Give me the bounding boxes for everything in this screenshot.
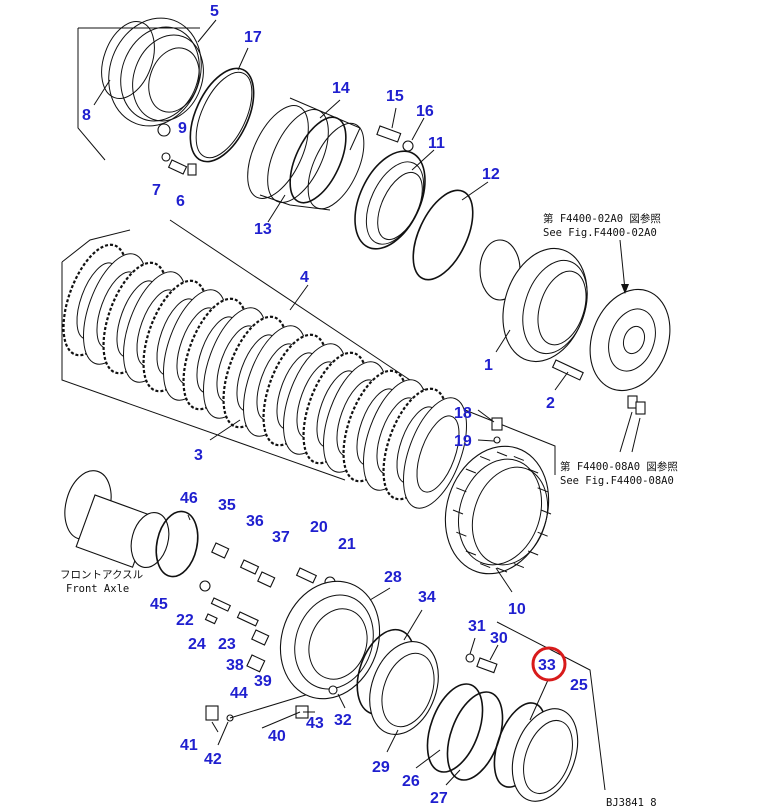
label-7: 7 (152, 182, 161, 199)
clutch-disc-bore (416, 415, 460, 493)
label-2: 2 (546, 395, 555, 412)
small-fasteners (204, 542, 336, 722)
front-axle-shaft (64, 470, 170, 568)
part-8-5-housing (77, 17, 204, 161)
drum-spline (496, 567, 508, 573)
label-14: 14 (332, 80, 350, 97)
label-35: 35 (218, 497, 236, 514)
ref-note-1-jp: 第 F4400-02A0 図参照 (543, 212, 661, 225)
front-axle-en: Front Axle (66, 583, 129, 595)
label-10: 10 (508, 601, 526, 618)
label-32: 32 (334, 712, 352, 729)
label-6: 6 (176, 193, 185, 210)
part-18-19-plug (491, 417, 503, 444)
label-28: 28 (384, 569, 402, 586)
label-9: 9 (178, 120, 187, 137)
drum-spline (452, 509, 464, 515)
part-11-ring (354, 150, 426, 250)
part-2-carrier (551, 239, 671, 453)
label-23: 23 (218, 636, 236, 653)
label-30: 30 (490, 630, 508, 647)
label-40: 40 (268, 728, 286, 745)
leader-lines (93, 19, 569, 786)
label-25: 25 (570, 677, 588, 694)
drum-spline (456, 531, 467, 537)
part-12-ring (412, 189, 474, 281)
drum-spline (456, 487, 467, 493)
label-39: 39 (254, 673, 272, 690)
ref-note-2-en: See Fig.F4400-08A0 (560, 475, 674, 487)
drum-spline (479, 563, 491, 569)
part-17-ring (189, 47, 255, 163)
label-44: 44 (230, 685, 248, 702)
drum-spline (527, 550, 539, 556)
drum-spline (537, 487, 548, 493)
part-3-4-clutch-pack (61, 219, 556, 509)
part-13-14-rings (247, 97, 365, 211)
label-11: 11 (428, 135, 445, 152)
label-31: 31 (468, 618, 486, 635)
drum-spline (527, 468, 539, 474)
part-1-hub (479, 239, 588, 363)
label-12: 12 (482, 166, 500, 183)
part-9-7-6-bolts (157, 123, 197, 176)
label-18: 18 (454, 405, 472, 422)
label-1: 1 (484, 357, 493, 374)
label-37: 37 (272, 529, 290, 546)
drawing-code: BJ3841 8 (606, 797, 657, 808)
label-13: 13 (254, 221, 272, 238)
part-15-16-bolt (376, 125, 414, 152)
drum-spline (496, 451, 508, 457)
label-41: 41 (180, 737, 198, 754)
reference-notes: 第 F4400-02A0 図参照 See Fig.F4400-02A0 第 F4… (60, 212, 678, 808)
label-17: 17 (244, 29, 262, 46)
ref-note-1-en: See Fig.F4400-02A0 (543, 227, 657, 239)
label-45: 45 (150, 596, 168, 613)
label-29: 29 (372, 759, 390, 776)
label-22: 22 (176, 612, 194, 629)
drum-spline (540, 509, 552, 515)
ref-note-2-jp: 第 F4400-08A0 図参照 (560, 460, 678, 473)
label-15: 15 (386, 88, 404, 105)
label-5: 5 (210, 3, 219, 20)
label-43: 43 (306, 715, 324, 732)
label-42: 42 (204, 751, 222, 768)
part-46-45-oring (155, 510, 211, 592)
part-number-labels: 5 8 17 9 7 6 14 13 15 16 11 12 4 3 1 2 1… (82, 3, 588, 807)
drum-spline (465, 468, 477, 474)
label-27: 27 (430, 790, 448, 807)
label-36: 36 (246, 513, 264, 530)
label-3: 3 (194, 447, 203, 464)
label-4: 4 (300, 269, 309, 286)
label-8: 8 (82, 107, 91, 124)
clutch-disc (403, 397, 467, 509)
label-26: 26 (402, 773, 420, 790)
label-16: 16 (416, 103, 434, 120)
part-34-29-piston (356, 628, 439, 735)
part-28-housing (279, 580, 381, 700)
label-38: 38 (226, 657, 244, 674)
label-33: 33 (538, 657, 556, 674)
highlight-circle (531, 646, 567, 682)
part-25-33-piston (493, 621, 606, 802)
label-24: 24 (188, 636, 206, 653)
label-34: 34 (418, 589, 436, 606)
label-20: 20 (310, 519, 328, 536)
part-10-drum (444, 445, 552, 575)
drum-spline (479, 455, 491, 461)
front-axle-jp: フロントアクスル (60, 569, 143, 581)
drum-spline (513, 563, 525, 569)
label-19: 19 (454, 433, 472, 450)
label-46: 46 (180, 490, 198, 507)
label-21: 21 (338, 536, 356, 553)
drum-spline (513, 455, 525, 461)
drum-spline (537, 531, 548, 537)
drum-spline (465, 550, 477, 556)
